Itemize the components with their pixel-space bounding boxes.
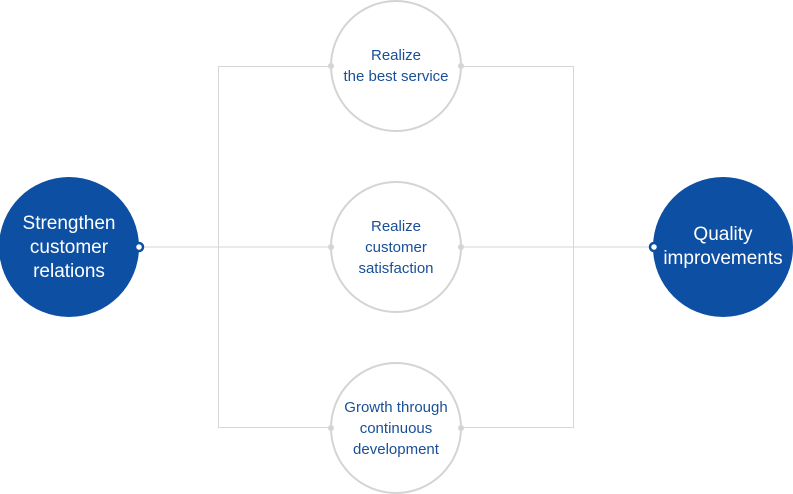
node-bottom-right-dot: [458, 425, 464, 431]
node-bottom-line-3: development: [353, 440, 439, 458]
node-right-line-1: Quality: [693, 224, 753, 245]
node-middle-line-1: Realize: [370, 217, 422, 235]
node-bottom-line-1: Growth through: [344, 398, 448, 416]
node-middle-line-3: satisfaction: [358, 259, 434, 277]
node-left-line-1: Strengthen: [22, 213, 116, 234]
node-top-label: Realize the best service: [331, 1, 461, 131]
node-left-circle: [0, 177, 139, 317]
node-left-label: Strengthen customer relations: [0, 177, 139, 317]
node-middle-label: Realize customer satisfaction: [331, 182, 461, 312]
node-top-line-2: the best service: [343, 68, 449, 85]
node-middle-left-dot: [328, 244, 334, 250]
node-right-label: Quality improvements: [653, 177, 793, 317]
node-middle-line-2: customer: [365, 238, 427, 256]
node-right-line-2: improvements: [663, 248, 783, 269]
node-bottom-line-2: continuous: [359, 419, 433, 437]
connectors: [139, 66, 654, 428]
node-left-line-2: customer: [29, 237, 109, 258]
node-left-connector-dot: [133, 241, 145, 253]
node-right-connector-dot: [648, 241, 660, 253]
node-top-left-dot: [328, 63, 334, 69]
node-top-right-dot: [458, 63, 464, 69]
node-top-line-1: Realize: [370, 47, 422, 64]
node-bottom-left-dot: [328, 425, 334, 431]
node-bottom-label: Growth through continuous development: [331, 363, 461, 493]
node-left-line-3: relations: [33, 261, 105, 282]
node-right-circle: [653, 177, 793, 317]
node-middle-right-dot: [458, 244, 464, 250]
